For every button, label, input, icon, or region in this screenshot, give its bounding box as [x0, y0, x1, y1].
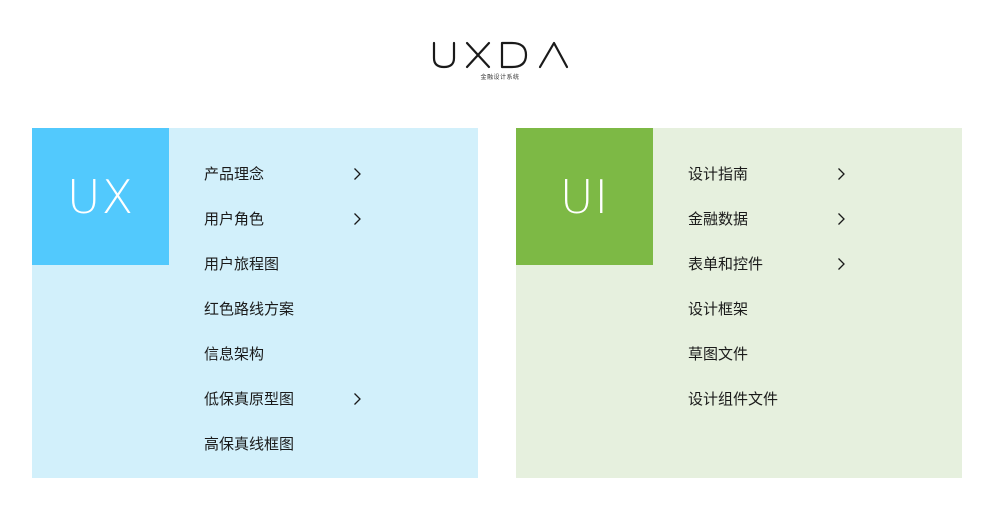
menu-item-label: 金融数据 [688, 210, 749, 228]
menu-item-label: 设计指南 [688, 165, 749, 183]
logo-subtitle: 金融设计系统 [480, 74, 520, 81]
ui-item-design-framework[interactable]: 设计框架 [688, 300, 878, 354]
ui-item-sketch-files[interactable]: 草图文件 [688, 345, 878, 399]
menu-item-label: 产品理念 [204, 165, 265, 183]
ui-badge: UI [516, 128, 653, 265]
ux-item-red-route[interactable]: 红色路线方案 [204, 300, 394, 354]
ui-panel: UI 设计指南 金融数据 表单和控件 设计框架 草图文件 设计组件文件 [516, 128, 962, 478]
menu-item-label: 设计组件文件 [688, 390, 779, 408]
ux-item-info-architecture[interactable]: 信息架构 [204, 345, 394, 399]
ui-item-design-guide[interactable]: 设计指南 [688, 165, 878, 219]
chevron-right-icon [354, 393, 361, 405]
chevron-right-icon [838, 168, 845, 180]
chevron-right-icon [354, 213, 361, 225]
ui-item-forms-controls[interactable]: 表单和控件 [688, 255, 878, 309]
chevron-right-icon [838, 258, 845, 270]
ux-panel: UX 产品理念 用户角色 用户旅程图 红色路线方案 信息架构 低保真原型图 高保… [32, 128, 478, 478]
menu-item-label: 红色路线方案 [204, 300, 295, 318]
ux-badge-label: UX [66, 169, 135, 224]
menu-item-label: 设计框架 [688, 300, 749, 318]
ui-item-component-files[interactable]: 设计组件文件 [688, 390, 878, 444]
menu-item-label: 用户角色 [204, 210, 265, 228]
menu-item-label: 高保真线框图 [204, 435, 295, 453]
menu-item-label: 低保真原型图 [204, 390, 295, 408]
ux-menu: 产品理念 用户角色 用户旅程图 红色路线方案 信息架构 低保真原型图 高保真线框… [204, 165, 394, 489]
menu-item-label: 表单和控件 [688, 255, 764, 273]
ux-item-product-philosophy[interactable]: 产品理念 [204, 165, 394, 219]
logo-block: 金融设计系统 [0, 40, 1000, 82]
ux-badge: UX [32, 128, 169, 265]
ux-item-user-personas[interactable]: 用户角色 [204, 210, 394, 264]
ui-badge-label: UI [559, 169, 610, 224]
ux-item-user-journey[interactable]: 用户旅程图 [204, 255, 394, 309]
ux-item-hifi-wireframe[interactable]: 高保真线框图 [204, 435, 394, 489]
uxda-logo [432, 41, 569, 69]
ui-item-financial-data[interactable]: 金融数据 [688, 210, 878, 264]
chevron-right-icon [354, 168, 361, 180]
ux-item-lofi-prototype[interactable]: 低保真原型图 [204, 390, 394, 444]
chevron-right-icon [838, 213, 845, 225]
menu-item-label: 用户旅程图 [204, 255, 280, 273]
menu-item-label: 草图文件 [688, 345, 749, 363]
ui-menu: 设计指南 金融数据 表单和控件 设计框架 草图文件 设计组件文件 [688, 165, 878, 444]
menu-item-label: 信息架构 [204, 345, 265, 363]
